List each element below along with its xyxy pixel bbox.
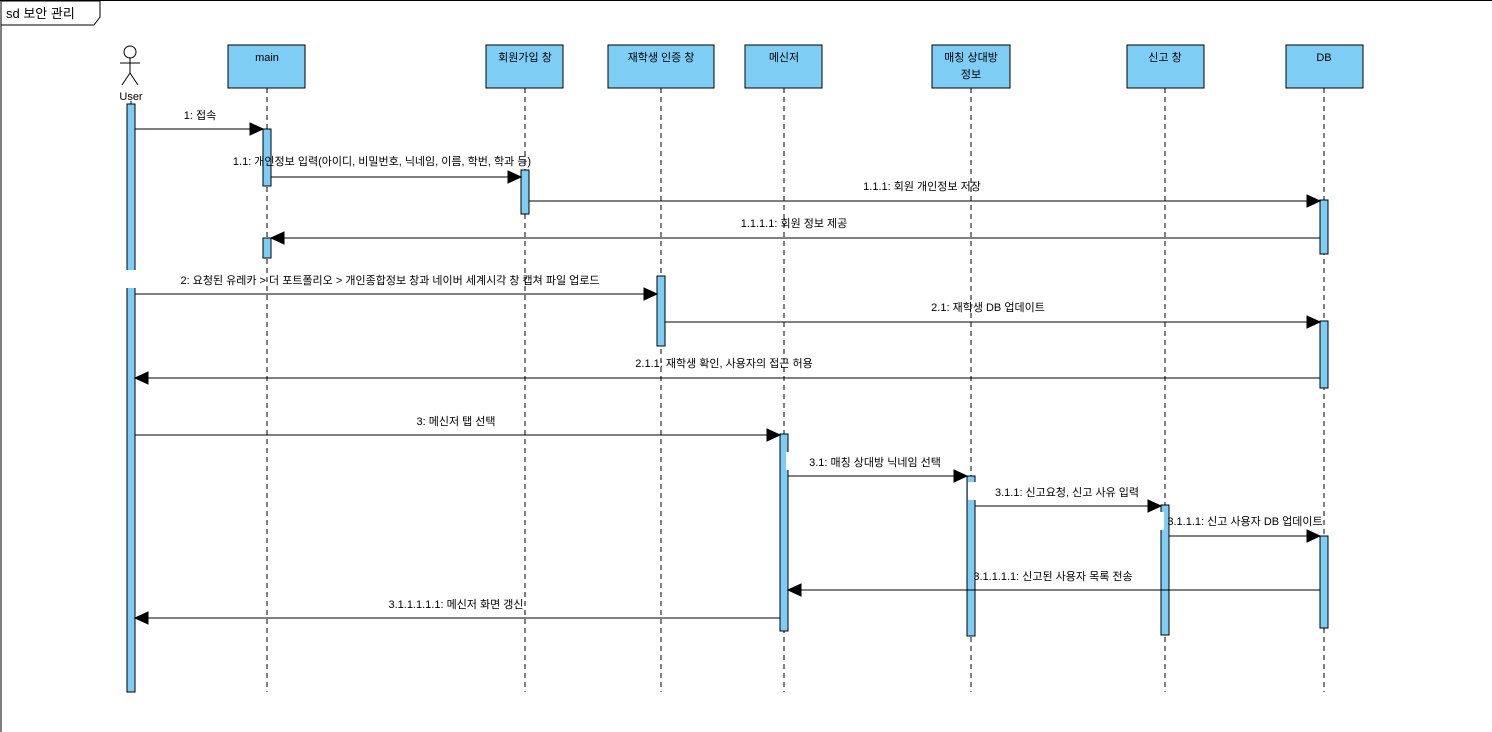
message-2.1-arrow (665, 315, 1322, 329)
message-3.1-arrow (788, 469, 969, 483)
lifeline-signup: 회원가입 창 (485, 44, 564, 89)
actor-leg-left (121, 72, 131, 86)
lifeline-dashes (130, 88, 1325, 692)
message-label: 3.1.1.1.1: 신고된 사용자 목록 전송 (973, 570, 1132, 583)
lifeline-main: main (227, 44, 306, 89)
message-label: 1.1.1.1: 회원 정보 제공 (741, 217, 848, 230)
message-label: 2: 요청된 유레카 > 더 포트폴리오 > 개인종합정보 창과 네이버 세계시… (180, 273, 599, 287)
activation-signup (520, 169, 530, 215)
message-labels: 1: 접속 1.1: 개인정보 입력(아이디, 비밀번호, 닉네임, 이름, 학… (180, 109, 1322, 611)
message-label: 3.1.1.1.1.1: 메신저 화면 갱신 (388, 598, 523, 611)
activation-bars (126, 103, 1329, 693)
message-3.1.1.1.1-arrow (786, 583, 1320, 597)
actor-user (120, 45, 140, 86)
lifeline-db: DB (1285, 44, 1364, 89)
lifeline-label-signup: 회원가입 창 (498, 51, 552, 64)
actor-leg-right (129, 72, 139, 86)
activation-report (1160, 504, 1170, 636)
lifeline-messenger: 메신저 (744, 44, 823, 89)
activation-db-2 (1319, 320, 1329, 389)
message-label: 1: 접속 (184, 109, 216, 122)
activation-user (126, 103, 136, 693)
lifeline-label-verify: 재학생 인증 창 (628, 51, 695, 64)
activation-db-3 (1319, 535, 1329, 629)
actor-label: User (119, 91, 143, 103)
message-3.1.1.1.1.1-arrow (133, 611, 780, 625)
activation-verify (656, 275, 666, 347)
lifeline-label-match-1: 매칭 상대방 (944, 51, 998, 64)
frame-tab: sd 보안 관리 (0, 0, 101, 26)
actor-head (123, 45, 137, 59)
activation-messenger (779, 433, 789, 632)
lifeline-label-match-2: 정보 (961, 68, 981, 81)
message-2-arrow (135, 287, 659, 301)
message-1.1.1.1-arrow (269, 231, 1320, 245)
lifeline-report: 신고 창 (1126, 44, 1205, 89)
message-label: 1.1: 개인정보 입력(아이디, 비밀번호, 닉네임, 이름, 학번, 학과 … (233, 155, 531, 168)
message-label: 1.1.1: 회원 개인정보 저장 (863, 180, 981, 193)
frame-label: sd 보안 관리 (6, 6, 75, 21)
lifeline-label-db: DB (1316, 52, 1331, 64)
message-label: 2.1.1: 재학생 확인, 사용자의 접근 허용 (635, 357, 812, 370)
activation-main-1 (262, 128, 272, 187)
activation-main-2 (262, 237, 272, 259)
activation-db-1 (1319, 199, 1329, 255)
message-1-arrow (135, 122, 265, 136)
message-1.1-arrow (271, 170, 523, 184)
lifeline-label-messenger: 메신저 (769, 51, 799, 64)
message-label-backgrounds (123, 270, 1164, 530)
message-3.1.1-arrow (975, 499, 1163, 513)
message-arrows (133, 122, 1322, 625)
message-label: 3.1.1.1: 신고 사용자 DB 업데이트 (1167, 515, 1322, 528)
lifeline-verify: 재학생 인증 창 (607, 44, 715, 89)
message-label: 2.1: 재학생 DB 업데이트 (931, 301, 1045, 314)
message-3-arrow (135, 428, 782, 442)
message-2.1.1-arrow (133, 371, 1320, 385)
message-label: 3.1: 매칭 상대방 닉네임 선택 (809, 456, 941, 469)
lifeline-label-main: main (255, 52, 279, 64)
message-1.1.1-arrow (529, 194, 1322, 208)
lifeline-label-report: 신고 창 (1148, 51, 1181, 64)
message-label: 3: 메신저 탭 선택 (416, 415, 495, 428)
message-label: 3.1.1: 신고요청, 신고 사유 입력 (995, 486, 1139, 499)
activation-match (966, 475, 976, 637)
message-3.1.1.1-arrow (1169, 529, 1322, 543)
lifeline-match: 매칭 상대방 정보 (931, 44, 1011, 89)
